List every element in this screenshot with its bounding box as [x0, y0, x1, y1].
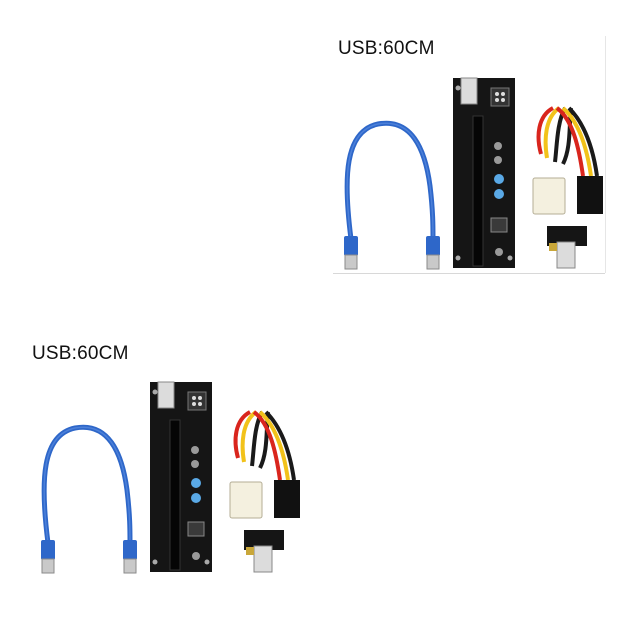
- usb-cable: [41, 424, 137, 574]
- panel-caption: USB:60CM: [338, 38, 435, 59]
- usb-cable: [344, 120, 440, 270]
- product-panel-top: USB:60CM: [333, 36, 605, 273]
- usb-plug-right: [426, 236, 440, 256]
- product-panel-bottom: USB:60CM: [30, 340, 302, 577]
- riser-board: [150, 381, 212, 572]
- usb-plug-left: [344, 236, 358, 256]
- usb-plug-left: [41, 540, 55, 560]
- molex-connector: [229, 481, 263, 519]
- pcie-x1-card: [244, 530, 284, 573]
- usb-plug-right: [123, 540, 137, 560]
- product-photo: [41, 381, 300, 574]
- usb-port-icon: [157, 381, 175, 409]
- pcie-x1-card: [547, 226, 587, 269]
- riser-board: [453, 77, 515, 268]
- sata-molex-cable: [532, 106, 603, 215]
- sata-connector: [274, 480, 300, 518]
- product-photo: [344, 77, 603, 270]
- sata-connector: [577, 176, 603, 214]
- panel-caption: USB:60CM: [32, 343, 129, 364]
- molex-connector: [532, 177, 566, 215]
- sata-molex-cable: [229, 410, 300, 519]
- usb-port-icon: [460, 77, 478, 105]
